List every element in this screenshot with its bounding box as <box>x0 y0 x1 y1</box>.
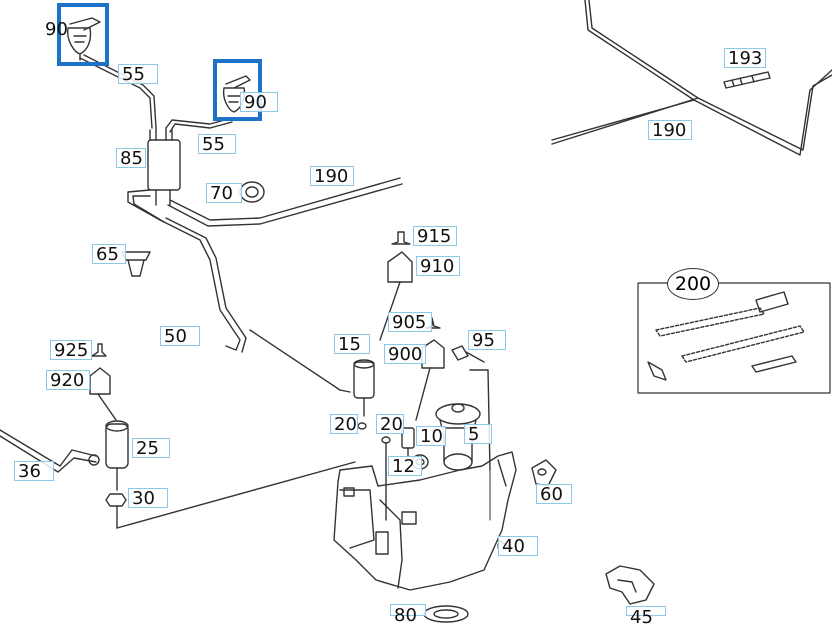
nut-30 <box>105 461 356 529</box>
seal-20-right <box>381 436 391 521</box>
grommet-80 <box>423 605 469 623</box>
callout-30[interactable]: 30 <box>128 488 168 509</box>
callout-910[interactable]: 910 <box>416 256 460 277</box>
washer-reservoir-40 <box>333 431 517 591</box>
callout-36[interactable]: 36 <box>14 461 54 482</box>
callout-925[interactable]: 925 <box>50 340 92 361</box>
hose-55-right <box>165 117 233 133</box>
connector-920 <box>89 367 117 421</box>
connector-910 <box>379 251 413 341</box>
callout-20-right[interactable]: 20 <box>376 414 404 435</box>
repair-kit-200-box <box>637 282 831 394</box>
callout-85[interactable]: 85 <box>116 148 146 169</box>
callout-45[interactable]: 45 <box>626 606 666 628</box>
washer-pump-15 <box>339 359 375 417</box>
grommet-60 <box>531 459 557 487</box>
callout-20-left[interactable]: 20 <box>330 414 358 435</box>
hose-190 <box>127 177 403 227</box>
callout-15[interactable]: 15 <box>334 334 370 355</box>
callout-50[interactable]: 50 <box>160 326 200 347</box>
cap-905 <box>425 317 441 329</box>
callout-25[interactable]: 25 <box>132 438 170 459</box>
hose-50 <box>159 217 341 391</box>
callout-40[interactable]: 40 <box>498 536 538 557</box>
washer-nozzle-90-left <box>66 17 101 61</box>
callout-10[interactable]: 10 <box>416 426 446 447</box>
callout-915[interactable]: 915 <box>413 226 457 247</box>
hose-36 <box>0 429 100 473</box>
seal-20-left <box>357 422 367 430</box>
washer-pump-25 <box>105 420 129 491</box>
callout-12[interactable]: 12 <box>388 456 422 477</box>
grommet-70 <box>239 181 265 203</box>
callout-60[interactable]: 60 <box>536 484 572 505</box>
check-valve-85 <box>147 127 181 206</box>
callout-90-left[interactable]: 90 <box>45 19 68 40</box>
callout-905[interactable]: 905 <box>388 312 432 333</box>
hose-line-190-right <box>551 0 832 156</box>
callout-65[interactable]: 65 <box>92 244 126 265</box>
callout-190-top[interactable]: 190 <box>310 166 354 187</box>
callout-70[interactable]: 70 <box>206 183 242 204</box>
callout-190-right[interactable]: 190 <box>648 120 692 141</box>
cap-925 <box>91 343 107 357</box>
level-sensor-10 <box>401 427 415 457</box>
clip-45 <box>605 565 655 605</box>
callout-193[interactable]: 193 <box>724 48 766 69</box>
clip-65 <box>121 251 151 277</box>
screw-95 <box>451 345 491 471</box>
callout-95[interactable]: 95 <box>468 330 506 351</box>
hose-55-left <box>79 54 157 129</box>
callout-80[interactable]: 80 <box>390 604 426 626</box>
callout-55-left[interactable]: 55 <box>118 64 158 85</box>
callout-900[interactable]: 900 <box>384 344 426 365</box>
cap-915 <box>391 231 411 245</box>
leader-lines <box>489 469 499 549</box>
connector-900 <box>415 339 445 421</box>
callout-920[interactable]: 920 <box>46 370 90 391</box>
callout-55-right[interactable]: 55 <box>198 134 236 155</box>
callout-90-right[interactable]: 90 <box>240 92 278 113</box>
callout-5[interactable]: 5 <box>464 424 492 445</box>
connector-193 <box>723 71 771 89</box>
callout-200[interactable]: 200 <box>667 268 719 300</box>
